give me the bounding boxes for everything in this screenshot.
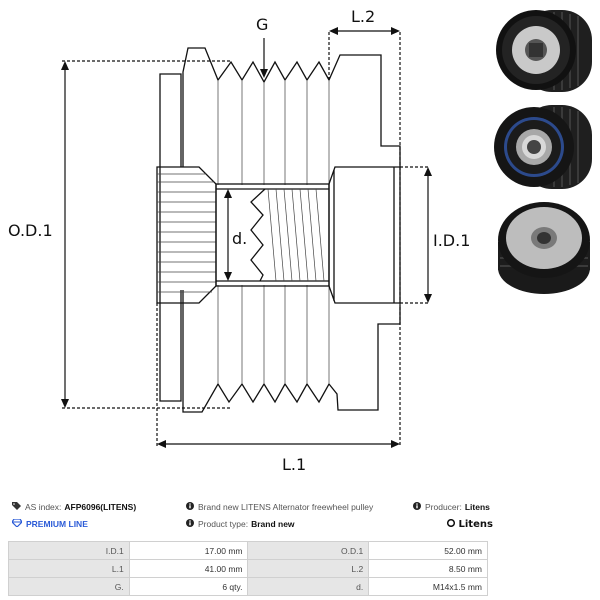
pulley-bottom-profile	[182, 290, 401, 413]
info-icon	[413, 502, 421, 512]
spec-key: L.1	[8, 559, 130, 578]
spec-value: 41.00 mm	[128, 559, 249, 578]
spec-key: O.D.1	[247, 541, 370, 560]
spec-key: d.	[247, 577, 370, 596]
table-row: G. 6 qty. d. M14x1.5 mm	[8, 577, 488, 596]
info-icon	[186, 519, 194, 529]
producer-value: Litens	[464, 502, 490, 512]
spec-value: 17.00 mm	[128, 541, 249, 560]
rear-flange-outline	[159, 73, 182, 402]
label-length2: L.2	[351, 7, 375, 26]
spec-value: 8.50 mm	[368, 559, 488, 578]
label-length1: L.1	[282, 455, 306, 474]
pulley-photo-rear	[494, 105, 592, 189]
info-icon	[186, 502, 194, 512]
product-type: Product type: Brand new	[186, 519, 295, 529]
as-index-label: AS index:	[25, 502, 62, 512]
specs-table: I.D.1 17.00 mm O.D.1 52.00 mm L.1 41.00 …	[8, 541, 488, 596]
pulley-top-profile	[182, 47, 401, 167]
dimension-arrows	[61, 27, 432, 448]
rib-lines	[217, 80, 330, 384]
as-index-value: AFP6096(LITENS)	[64, 502, 137, 512]
premium-line-badge: PREMIUM LINE	[11, 518, 88, 529]
pulley-photo-front	[496, 10, 592, 92]
spec-key: G.	[8, 577, 130, 596]
tag-icon	[12, 502, 21, 512]
premium-line-label: PREMIUM LINE	[26, 519, 88, 529]
label-groove: G	[256, 15, 268, 34]
label-inner-diameter: I.D.1	[433, 231, 470, 250]
spec-key: L.2	[247, 559, 370, 578]
left-hub	[156, 166, 217, 304]
spec-key: I.D.1	[8, 541, 130, 560]
product-photos	[492, 2, 600, 300]
technical-drawing: G L.2 O.D.1 I.D.1 d. L.1	[8, 7, 470, 474]
spec-value: 6 qty.	[128, 577, 249, 596]
product-description: Brand new LITENS Alternator freewheel pu…	[186, 502, 373, 512]
litens-logo: Litens	[446, 518, 493, 530]
thread-hatch	[267, 188, 325, 282]
diamond-icon	[11, 518, 23, 529]
table-row: L.1 41.00 mm L.2 8.50 mm	[8, 559, 488, 578]
dimension-lines	[64, 30, 429, 445]
producer: Producer: Litens	[413, 502, 490, 512]
litens-logo-icon	[446, 518, 458, 530]
pulley-photo-angled	[498, 202, 590, 294]
product-type-value: Brand new	[251, 519, 295, 529]
litens-logo-text: Litens	[458, 519, 493, 530]
description-text: Brand new LITENS Alternator freewheel pu…	[198, 502, 374, 512]
label-outer-diameter: O.D.1	[8, 221, 53, 240]
spec-value: 52.00 mm	[368, 541, 488, 560]
label-thread: d.	[232, 229, 247, 248]
right-hub	[328, 166, 401, 304]
producer-label: Producer:	[425, 502, 462, 512]
spline-lines	[157, 173, 216, 293]
as-index: AS index: AFP6096(LITENS)	[12, 502, 136, 512]
dimension-extension-lines	[62, 32, 430, 447]
table-row: I.D.1 17.00 mm O.D.1 52.00 mm	[8, 541, 488, 560]
product-type-label: Product type:	[198, 519, 249, 529]
spec-value: M14x1.5 mm	[368, 577, 488, 596]
thread-profile	[250, 188, 266, 282]
